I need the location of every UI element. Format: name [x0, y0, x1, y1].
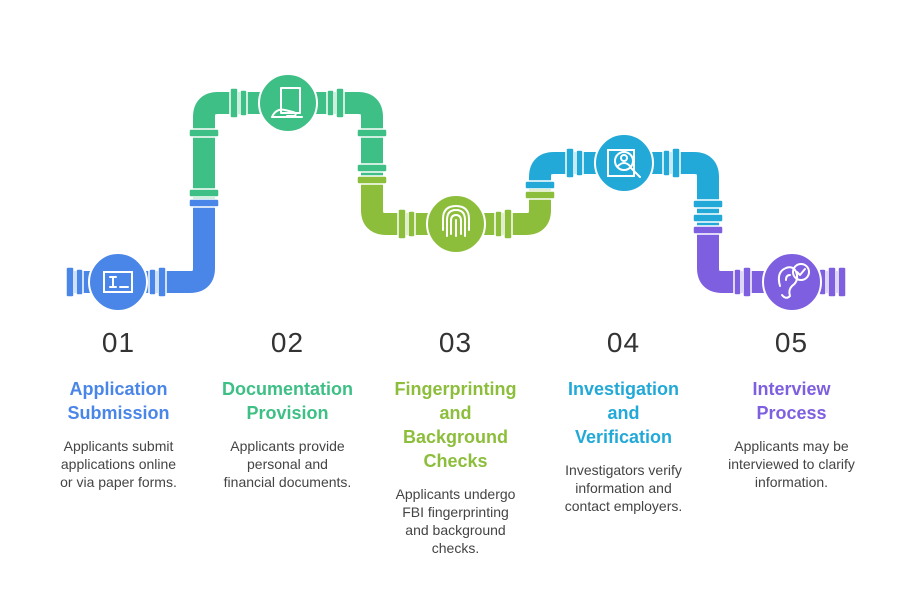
- flange: [742, 266, 752, 298]
- step-title: Investigation and Verification: [567, 379, 679, 447]
- flange: [692, 225, 724, 235]
- step-number: 02: [270, 327, 305, 358]
- magnify-person-icon: [607, 149, 641, 178]
- pipe-segment-01: [70, 205, 215, 293]
- step-title: Interview Process: [752, 379, 831, 423]
- step-description: Investigators verify information and con…: [564, 462, 683, 514]
- step-number: 03: [438, 327, 473, 358]
- flange: [148, 268, 157, 296]
- step-node-02: [258, 73, 318, 133]
- step-title: Fingerprinting and Background Checks: [394, 379, 517, 471]
- flange: [326, 89, 335, 117]
- step-02: 02 Documentation Provision Applicants pr…: [205, 327, 370, 491]
- step-node-03: [426, 194, 486, 254]
- ear-check-icon: [777, 263, 810, 299]
- flange: [565, 147, 575, 179]
- step-title: Application Submission: [67, 379, 170, 423]
- flange: [335, 87, 345, 119]
- flange: [671, 147, 681, 179]
- flange: [692, 199, 724, 209]
- flange: [692, 213, 724, 223]
- step-description: Applicants undergo FBI fingerprinting an…: [395, 486, 516, 556]
- step-03: 03 Fingerprinting and Background Checks …: [373, 327, 538, 557]
- step-node-04: [594, 133, 654, 193]
- flange: [503, 208, 513, 240]
- step-node-05: [762, 252, 822, 312]
- flange: [356, 128, 388, 138]
- pipe-segment-05: [697, 230, 842, 293]
- step-description: Applicants provide personal and financia…: [223, 438, 352, 490]
- document-hand-icon: [271, 87, 303, 118]
- fingerprint-icon: [442, 204, 470, 237]
- step-description: Applicants may be interviewed to clarify…: [728, 438, 855, 490]
- document-pen-icon: [103, 271, 133, 293]
- flange: [65, 266, 75, 298]
- step-01: 01 Application Submission Applicants sub…: [36, 327, 201, 491]
- flange: [494, 210, 503, 238]
- flange: [733, 268, 742, 296]
- step-title: Documentation Provision: [221, 379, 353, 423]
- step-04: 04 Investigation and Verification Invest…: [541, 327, 706, 515]
- flange: [837, 266, 847, 298]
- flange: [827, 266, 837, 298]
- flange: [157, 266, 167, 298]
- step-05: 05 Interview Process Applicants may be i…: [709, 327, 874, 491]
- step-node-01: [88, 252, 148, 312]
- step-number: 04: [606, 327, 641, 358]
- flange: [188, 188, 220, 198]
- step-number: 01: [101, 327, 136, 358]
- flange: [188, 128, 220, 138]
- flange: [575, 149, 584, 177]
- flange: [239, 89, 248, 117]
- step-number: 05: [774, 327, 809, 358]
- flange: [356, 163, 388, 173]
- flange: [188, 198, 220, 208]
- flange: [75, 268, 84, 296]
- flange: [662, 149, 671, 177]
- flange: [524, 180, 556, 190]
- step-description: Applicants submit applications online or…: [60, 438, 177, 490]
- flange: [524, 190, 556, 200]
- flange: [407, 210, 416, 238]
- flange: [356, 175, 388, 185]
- flange: [397, 208, 407, 240]
- flange: [229, 87, 239, 119]
